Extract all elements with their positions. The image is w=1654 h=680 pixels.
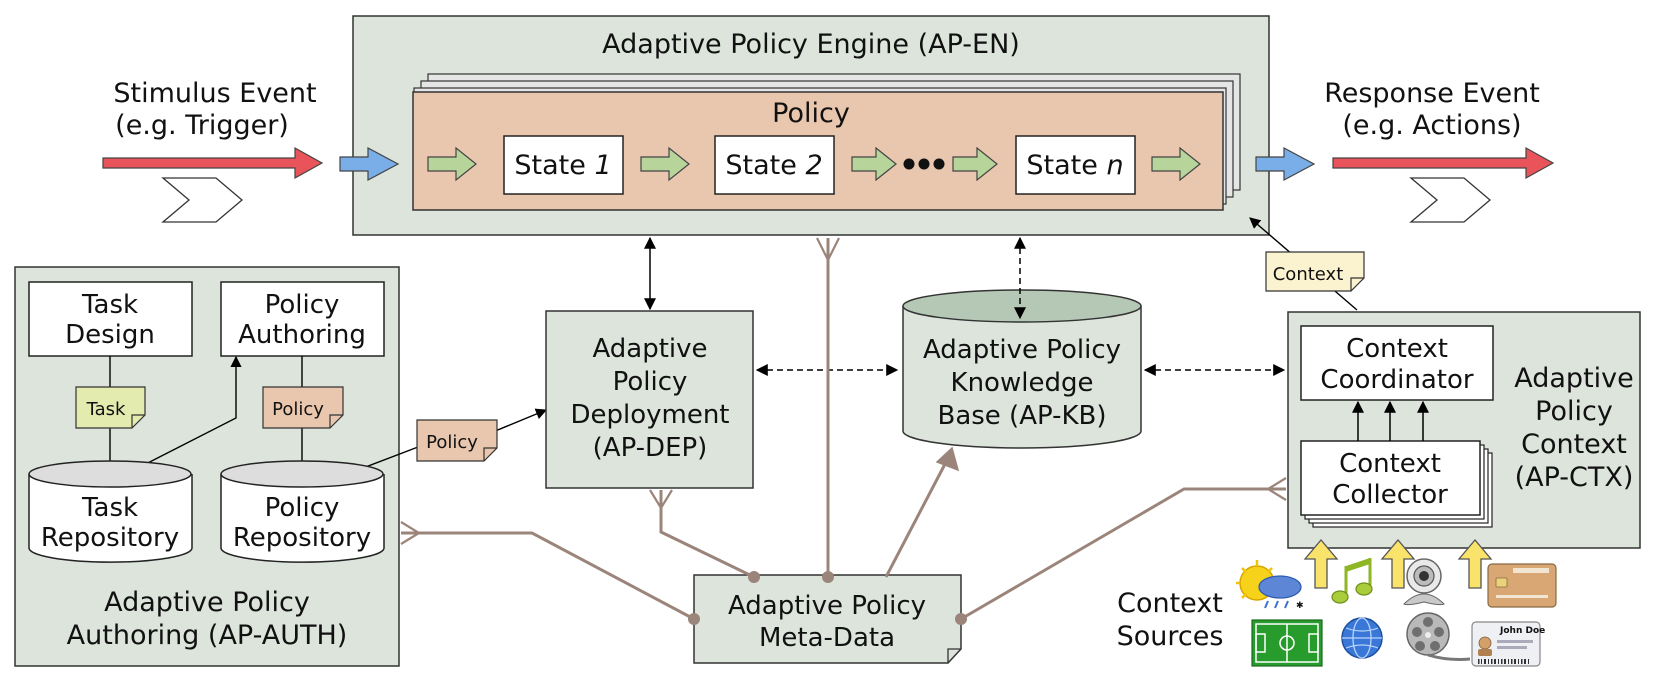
event-chevron-icon <box>161 177 244 223</box>
policy-note: Policy <box>262 386 344 429</box>
svg-text:(AP-DEP): (AP-DEP) <box>593 433 708 463</box>
svg-text:Repository: Repository <box>41 523 179 553</box>
meta-to-authoring <box>401 531 695 621</box>
blue-arrows <box>339 147 1316 181</box>
svg-text:Authoring: Authoring <box>238 320 366 350</box>
svg-text:Context: Context <box>1273 264 1344 285</box>
state-1[interactable]: State 1 <box>503 135 624 195</box>
svg-text:Deployment: Deployment <box>570 400 729 430</box>
engine-title: Adaptive Policy Engine (AP-EN) <box>602 29 1020 60</box>
adaptive-policy-metadata[interactable]: Adaptive Policy Meta-Data <box>693 574 962 664</box>
music-icon <box>1331 558 1373 604</box>
svg-text:Adaptive: Adaptive <box>592 334 707 364</box>
svg-text:(AP-CTX): (AP-CTX) <box>1515 462 1634 493</box>
svg-text:Sources: Sources <box>1117 621 1224 652</box>
globe-icon <box>1341 617 1383 659</box>
policy-authoring-box[interactable]: Policy Authoring <box>220 281 385 357</box>
stimulus-arrow <box>102 146 324 180</box>
svg-text:Adaptive: Adaptive <box>1514 363 1634 394</box>
svg-text:Repository: Repository <box>233 523 371 553</box>
svg-text:State n: State n <box>1026 150 1123 181</box>
svg-text:Policy: Policy <box>613 367 688 397</box>
svg-text:Context: Context <box>1346 334 1448 364</box>
response-arrow <box>1332 146 1555 180</box>
svg-text:Policy: Policy <box>1535 396 1613 427</box>
meta-to-context <box>960 487 1286 621</box>
svg-text:Response Event: Response Event <box>1324 78 1540 109</box>
event-chevron-icon <box>1409 177 1492 223</box>
svg-text:✱: ✱ <box>1296 601 1304 611</box>
context-collector[interactable]: Context Collector <box>1300 440 1493 528</box>
svg-text:Policy: Policy <box>265 290 340 320</box>
svg-text:Task: Task <box>81 493 138 523</box>
policy-repository[interactable]: Policy Repository <box>220 460 385 563</box>
svg-text:Context: Context <box>1117 588 1223 619</box>
authoring-connectors <box>104 355 548 480</box>
weather-icon: ✱ <box>1236 560 1304 611</box>
svg-text:Collector: Collector <box>1332 480 1448 510</box>
svg-text:Adaptive Policy: Adaptive Policy <box>104 587 310 618</box>
task-design-box[interactable]: Task Design <box>28 281 193 357</box>
state-2[interactable]: State 2 <box>714 135 835 195</box>
task-note: Task <box>75 386 146 429</box>
green-arrow <box>952 146 998 182</box>
crows-foot <box>400 521 422 545</box>
ellipsis-dots <box>903 158 945 170</box>
meta-to-knowledge-base <box>884 463 947 578</box>
svg-text:Adaptive Policy: Adaptive Policy <box>728 591 926 621</box>
policy-label: Policy <box>772 98 850 129</box>
svg-text:Design: Design <box>65 320 155 350</box>
id-card-icon: John Doe <box>1471 621 1545 667</box>
collector-to-coordinator-arrows <box>1352 400 1429 441</box>
svg-text:Stimulus Event: Stimulus Event <box>113 78 316 109</box>
svg-text:Coordinator: Coordinator <box>1320 365 1473 395</box>
soccer-field-icon <box>1251 619 1323 667</box>
green-arrow <box>1151 146 1201 182</box>
svg-text:State 1: State 1 <box>514 150 611 181</box>
context-note: Context <box>1249 217 1365 311</box>
svg-text:Task: Task <box>81 290 138 320</box>
credit-card-icon <box>1487 563 1557 608</box>
connector-dots <box>688 571 967 625</box>
blue-arrow-in <box>339 147 400 181</box>
film-reel-icon <box>1406 612 1471 661</box>
policy-note-floating: Policy <box>416 419 498 462</box>
svg-text:Task: Task <box>86 399 126 420</box>
svg-text:Knowledge: Knowledge <box>951 368 1094 398</box>
svg-text:Context: Context <box>1521 429 1627 460</box>
webcam-icon <box>1403 558 1445 606</box>
task-repository[interactable]: Task Repository <box>28 460 193 563</box>
meta-to-deployment <box>659 490 755 579</box>
state-n[interactable]: State n <box>1015 135 1136 195</box>
context-coordinator[interactable]: Context Coordinator <box>1300 325 1494 401</box>
svg-text:(e.g. Actions): (e.g. Actions) <box>1342 110 1521 141</box>
svg-text:Meta-Data: Meta-Data <box>759 623 895 653</box>
svg-text:Authoring (AP-AUTH): Authoring (AP-AUTH) <box>67 620 348 651</box>
crows-foot <box>1265 477 1287 501</box>
crows-foot <box>816 237 840 263</box>
svg-text:Adaptive Policy: Adaptive Policy <box>923 335 1121 365</box>
source-input-arrows <box>1303 538 1493 589</box>
svg-text:John Doe: John Doe <box>1499 626 1545 636</box>
context-sources-label: Context Sources <box>1117 588 1224 652</box>
svg-text:Policy: Policy <box>272 399 324 420</box>
svg-text:(e.g. Trigger): (e.g. Trigger) <box>115 110 289 141</box>
state-flow-arrows <box>427 146 1201 182</box>
metadata-connectors <box>400 237 1287 621</box>
svg-text:Policy: Policy <box>426 432 478 453</box>
svg-text:Context: Context <box>1339 449 1441 479</box>
stimulus-event: Stimulus Event (e.g. Trigger) <box>102 78 324 223</box>
response-event: Response Event (e.g. Actions) <box>1324 78 1555 223</box>
blue-arrow-out <box>1255 147 1316 181</box>
svg-text:Base (AP-KB): Base (AP-KB) <box>937 401 1106 431</box>
green-arrow <box>640 146 690 182</box>
adaptive-policy-deployment[interactable]: Adaptive Policy Deployment (AP-DEP) <box>545 310 754 489</box>
svg-text:Policy: Policy <box>265 493 340 523</box>
adaptive-policy-knowledge-base[interactable]: Adaptive Policy Knowledge Base (AP-KB) <box>902 289 1142 449</box>
arrowhead <box>935 446 960 472</box>
green-arrow <box>851 146 897 182</box>
svg-text:State 2: State 2 <box>725 150 822 181</box>
green-arrow <box>427 146 477 182</box>
crows-foot <box>649 489 673 511</box>
